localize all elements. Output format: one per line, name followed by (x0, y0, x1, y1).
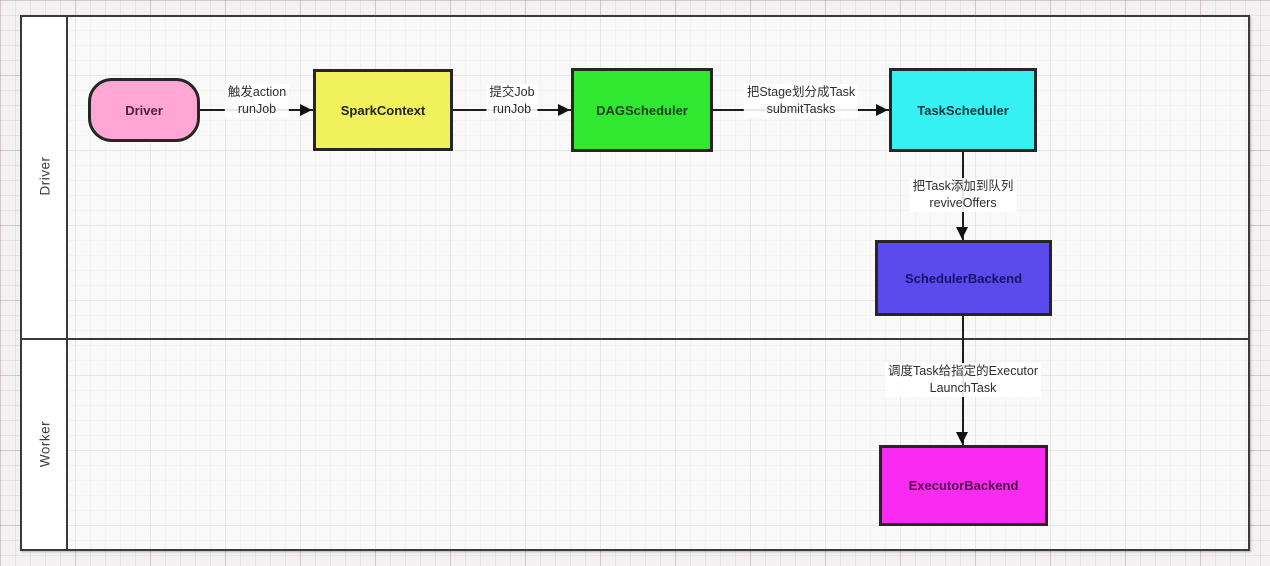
edge-label-split-stage-submittasks: 把Stage划分成Task submitTasks (743, 84, 859, 118)
lane-divider-driver-worker (20, 338, 1250, 340)
node-task-scheduler[interactable]: TaskScheduler (889, 68, 1037, 152)
edge-label-trigger-action-runjob: 触发action runJob (224, 84, 290, 118)
node-scheduler-backend[interactable]: SchedulerBackend (875, 240, 1052, 316)
node-scheduler-backend-label: SchedulerBackend (904, 270, 1023, 286)
edge-label-submit-job-runjob: 提交Job runJob (486, 84, 538, 118)
arrowhead-right-icon (300, 104, 312, 116)
lane-driver-label: Driver (37, 156, 53, 196)
arrowhead-down-icon (956, 227, 968, 239)
node-dag-scheduler-label: DAGScheduler (596, 102, 688, 118)
lane-worker-label: Worker (37, 420, 53, 468)
arrowhead-right-icon (876, 104, 888, 116)
edge-label-add-task-reviveoffers: 把Task添加到队列 reviveOffers (909, 178, 1017, 212)
arrowhead-down-icon (956, 432, 968, 444)
edge-label-dispatch-task-launchtask: 调度Task给指定的Executor LaunchTask (884, 363, 1042, 397)
node-spark-context[interactable]: SparkContext (313, 69, 453, 151)
node-driver[interactable]: Driver (88, 78, 200, 142)
arrowhead-right-icon (558, 104, 570, 116)
node-dag-scheduler[interactable]: DAGScheduler (571, 68, 713, 152)
node-executor-backend[interactable]: ExecutorBackend (879, 445, 1048, 526)
node-driver-label: Driver (125, 102, 163, 118)
node-executor-backend-label: ExecutorBackend (908, 478, 1019, 493)
lane-label-column (22, 17, 66, 549)
node-spark-context-label: SparkContext (340, 102, 426, 118)
node-task-scheduler-label: TaskScheduler (917, 102, 1009, 118)
lane-label-column-divider (66, 15, 68, 551)
